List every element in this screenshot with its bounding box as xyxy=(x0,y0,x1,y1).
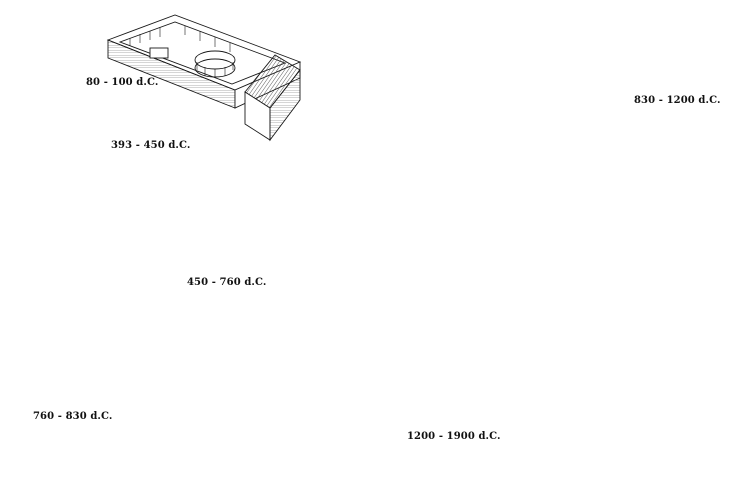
period-label-393-450: 393 - 450 d.C. xyxy=(111,140,191,151)
period-label-760-830: 760 - 830 d.C. xyxy=(33,411,113,422)
period-label-450-760: 450 - 760 d.C. xyxy=(187,277,267,288)
period-label-830-1200: 830 - 1200 d.C. xyxy=(634,95,721,106)
period-label-1200-1900: 1200 - 1900 d.C. xyxy=(407,431,501,442)
stage-80-100-drawing xyxy=(106,14,302,142)
period-label-80-100: 80 - 100 d.C. xyxy=(86,77,159,88)
